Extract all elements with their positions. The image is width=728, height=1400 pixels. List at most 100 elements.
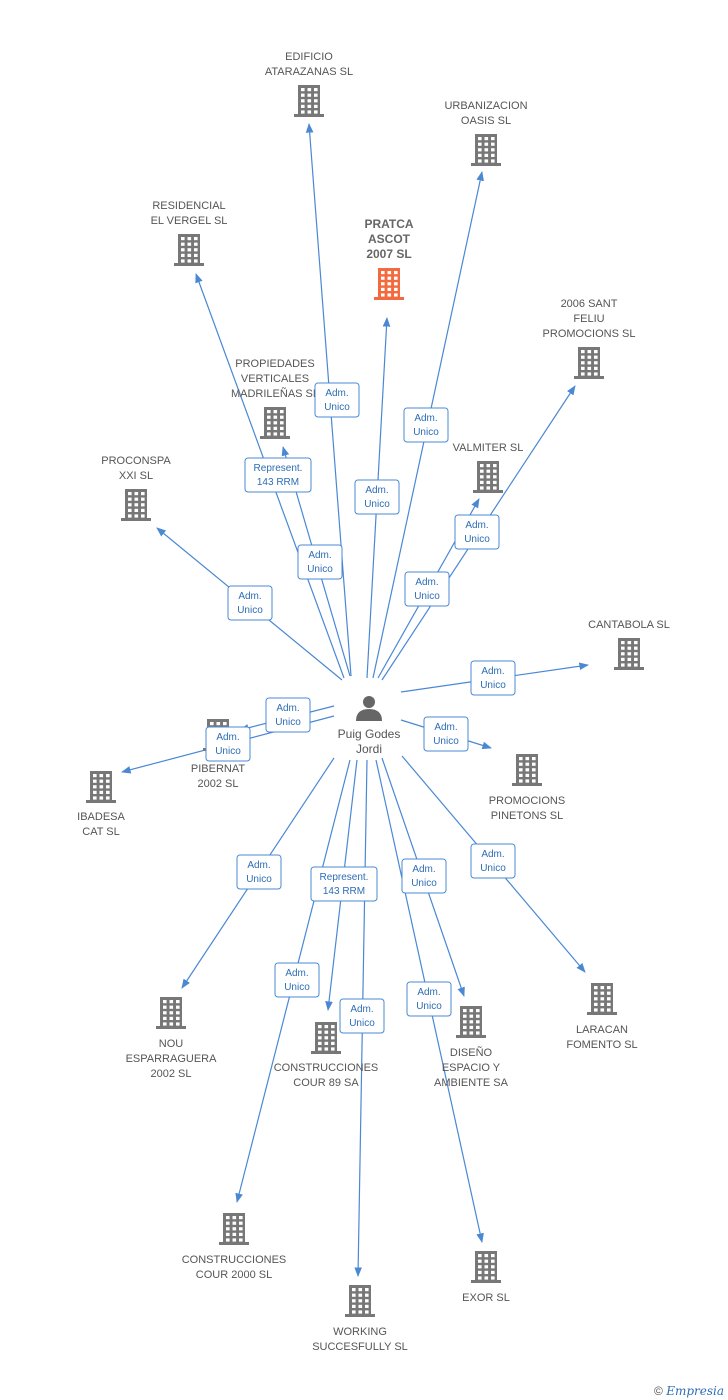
relation-label-pinetons[interactable]: Adm.Unico (423, 716, 469, 752)
person-name: Jordi (356, 742, 382, 756)
relation-text: Adm. (350, 1004, 373, 1015)
company-label: IBADESA (77, 811, 125, 823)
building-icon (174, 234, 204, 266)
company-label: CONSTRUCCIONES (182, 1254, 287, 1266)
relation-label-proconspa[interactable]: Adm.Unico (227, 585, 273, 621)
company-label: OASIS SL (461, 115, 511, 127)
relation-box (227, 585, 273, 621)
relation-label-laracan[interactable]: Adm.Unico (470, 843, 516, 879)
relation-box (339, 998, 385, 1034)
building-icon (587, 983, 617, 1015)
company-node-residencial[interactable]: RESIDENCIAL EL VERGEL SL (151, 200, 228, 266)
building-icon (614, 638, 644, 670)
relation-label-pibernat[interactable]: Adm. Unico (265, 697, 311, 733)
relation-text: Adm. (325, 388, 348, 399)
company-label: EL VERGEL SL (151, 215, 228, 227)
relation-label-valmiter[interactable]: Adm. Unico (404, 571, 450, 607)
company-label: ESPARRAGUERA (126, 1053, 218, 1065)
relation-box (205, 726, 251, 762)
relation-box (470, 843, 516, 879)
company-label: VERTICALES (241, 373, 309, 385)
company-label: LARACAN (576, 1024, 628, 1036)
relation-box (423, 716, 469, 752)
company-node-cantabola[interactable]: CANTABOLA SL (588, 619, 670, 670)
relation-text: Unico (414, 591, 440, 602)
company-label: CANTABOLA SL (588, 619, 670, 631)
relation-text: Adm. (412, 864, 435, 875)
relation-text: Adm. (415, 577, 438, 588)
building-icon (574, 347, 604, 379)
company-node-cour89[interactable]: CONSTRUCCIONES COUR 89 SA (274, 1022, 379, 1089)
building-icon (121, 489, 151, 521)
relation-label-pratca[interactable]: Adm.Unico (354, 479, 400, 515)
building-icon (156, 997, 186, 1029)
relation-text: Unico (416, 1001, 442, 1012)
building-icon (294, 85, 324, 117)
relation-text: 143 RRM (323, 886, 365, 897)
relation-label-working[interactable]: Adm. Unico (339, 998, 385, 1034)
company-label: COUR 89 SA (293, 1077, 359, 1089)
company-node-valmiter[interactable]: VALMITER SL (453, 442, 524, 493)
footer-brand[interactable]: © Empresia (654, 1384, 724, 1398)
relation-text: Unico (349, 1018, 375, 1029)
relation-label-santfeliu[interactable]: Adm.Unico (454, 514, 500, 550)
relation-label-nou[interactable]: Adm.Unico (236, 854, 282, 890)
relation-label-diseno[interactable]: Adm. Unico (401, 858, 447, 894)
relation-text: Unico (324, 402, 350, 413)
relation-box (274, 962, 320, 998)
relation-box (297, 544, 343, 580)
company-label: CONSTRUCCIONES (274, 1062, 379, 1074)
company-label: XXI SL (119, 470, 153, 482)
relation-label-ibadesa[interactable]: Adm.Unico (205, 726, 251, 762)
relation-label-cour89[interactable]: Represent.143 RRM (310, 866, 378, 902)
relation-text: Unico (215, 746, 241, 757)
company-node-exor[interactable]: EXOR SL (462, 1251, 510, 1304)
building-icon (219, 1213, 249, 1245)
relation-text: Unico (284, 982, 310, 993)
company-label: PINETONS SL (491, 810, 564, 822)
relation-text: Adm. (465, 520, 488, 531)
relation-label-cantabola[interactable]: Adm.Unico (470, 660, 516, 696)
building-icon (473, 461, 503, 493)
relation-label-edificio[interactable]: Adm. Unico (314, 382, 360, 418)
company-label: RESIDENCIAL (152, 200, 225, 212)
relation-box (314, 382, 360, 418)
relation-label-cour2000[interactable]: Adm. Unico (274, 962, 320, 998)
building-icon (374, 268, 404, 300)
relation-text: Adm. (481, 849, 504, 860)
relation-text: Unico (411, 878, 437, 889)
relation-text: Adm. (434, 722, 457, 733)
relation-text: Unico (275, 717, 301, 728)
relation-text: Adm. (481, 666, 504, 677)
edges-layer (121, 123, 589, 1277)
company-label: AMBIENTE SA (434, 1077, 509, 1089)
relation-label-urbanizacion[interactable]: Adm.Unico (403, 407, 449, 443)
relation-text: Unico (246, 874, 272, 885)
relation-label-exor[interactable]: Adm.Unico (406, 981, 452, 1017)
company-label: 2006 SANT (561, 298, 618, 310)
relation-label-residencial[interactable]: Adm.Unico (297, 544, 343, 580)
relation-text: Adm. (276, 703, 299, 714)
relation-box (454, 514, 500, 550)
relation-text: Adm. (285, 968, 308, 979)
relation-label-propiedades[interactable]: Represent.143 RRM (244, 457, 312, 493)
building-icon (260, 407, 290, 439)
company-label: PIBERNAT (191, 763, 245, 775)
relation-text: Unico (364, 499, 390, 510)
